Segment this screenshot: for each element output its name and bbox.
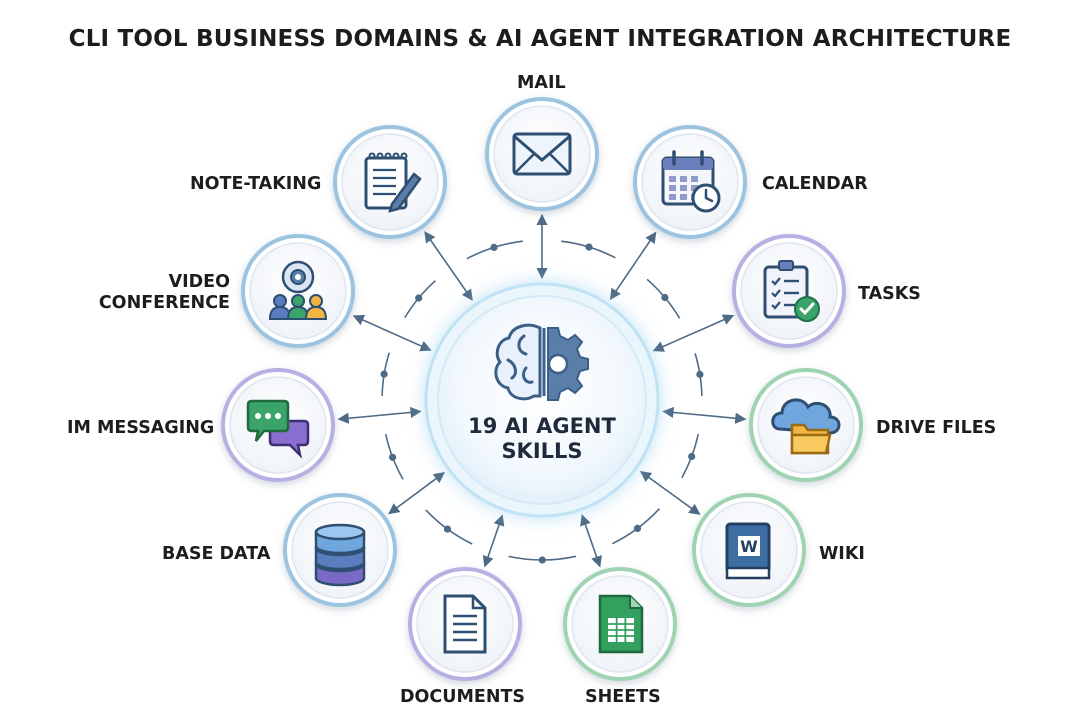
node-calendar xyxy=(633,125,747,239)
spoke-im-messaging xyxy=(337,406,422,424)
checklist-icon xyxy=(763,260,820,322)
node-note-taking xyxy=(333,125,447,239)
spreadsheet-icon xyxy=(598,594,644,654)
svg-text:W: W xyxy=(740,537,758,556)
ring-dot xyxy=(538,556,546,564)
ring-dot xyxy=(490,243,498,251)
ring-dot xyxy=(585,243,593,251)
label-im-messaging: IM MESSAGING xyxy=(67,418,215,438)
label-video-line1: VIDEO xyxy=(168,272,230,292)
envelope-icon xyxy=(512,132,572,176)
node-video-conference xyxy=(241,234,355,348)
spoke-video-conference xyxy=(352,314,432,352)
node-mail xyxy=(485,97,599,211)
label-note-taking: NOTE-TAKING xyxy=(190,174,322,194)
ring-dot xyxy=(415,294,423,302)
hub-label: 19 AI AGENT SKILLS xyxy=(432,414,652,464)
spoke-tasks xyxy=(652,314,735,352)
calendar-icon xyxy=(661,150,721,213)
node-documents xyxy=(408,567,522,681)
node-sheets xyxy=(563,567,677,681)
ring-dot xyxy=(696,370,704,378)
ring-dot xyxy=(389,453,397,461)
label-documents: DOCUMENTS xyxy=(400,687,526,707)
spoke-documents xyxy=(482,514,505,568)
notepad-pencil-icon xyxy=(364,152,422,213)
label-video-conference: VIDEO CONFERENCE xyxy=(97,272,230,314)
node-base-data xyxy=(283,493,397,607)
spoke-wiki xyxy=(639,470,701,515)
label-mail: MAIL xyxy=(517,73,566,93)
ring-dot xyxy=(688,452,696,461)
node-wiki: W xyxy=(692,493,806,607)
brain-gear-icon xyxy=(494,323,589,401)
spoke-drive-files xyxy=(662,406,747,424)
ring-dot xyxy=(633,524,642,533)
spoke-base-data xyxy=(388,472,445,515)
connector-spokes xyxy=(337,213,747,568)
cloud-folder-icon xyxy=(771,398,841,455)
spoke-note-taking xyxy=(424,231,473,301)
webcam-people-icon xyxy=(268,260,328,320)
node-drive-files xyxy=(749,368,863,482)
label-sheets: SHEETS xyxy=(585,687,661,707)
label-calendar: CALENDAR xyxy=(762,174,868,194)
hub-label-line1: 19 AI AGENT xyxy=(468,414,616,438)
database-icon xyxy=(314,523,366,587)
label-video-line2: CONFERENCE xyxy=(98,293,230,313)
ring-dot xyxy=(443,525,452,533)
book-icon: W xyxy=(725,522,771,580)
hub-label-line2: SKILLS xyxy=(501,439,583,463)
node-tasks xyxy=(732,234,846,348)
spoke-calendar xyxy=(609,231,657,301)
label-tasks: TASKS xyxy=(858,284,921,304)
page-title: CLI TOOL BUSINESS DOMAINS & AI AGENT INT… xyxy=(68,26,1012,52)
node-im-messaging xyxy=(221,368,335,482)
label-drive-files: DRIVE FILES xyxy=(876,418,997,438)
chat-bubbles-icon xyxy=(246,399,310,459)
ring-dot xyxy=(661,293,669,302)
document-icon xyxy=(443,594,487,654)
ring-dot xyxy=(380,370,388,378)
label-wiki: WIKI xyxy=(819,544,865,564)
spoke-sheets xyxy=(580,514,602,568)
hub-node xyxy=(424,282,660,518)
label-base-data: BASE DATA xyxy=(162,544,271,564)
